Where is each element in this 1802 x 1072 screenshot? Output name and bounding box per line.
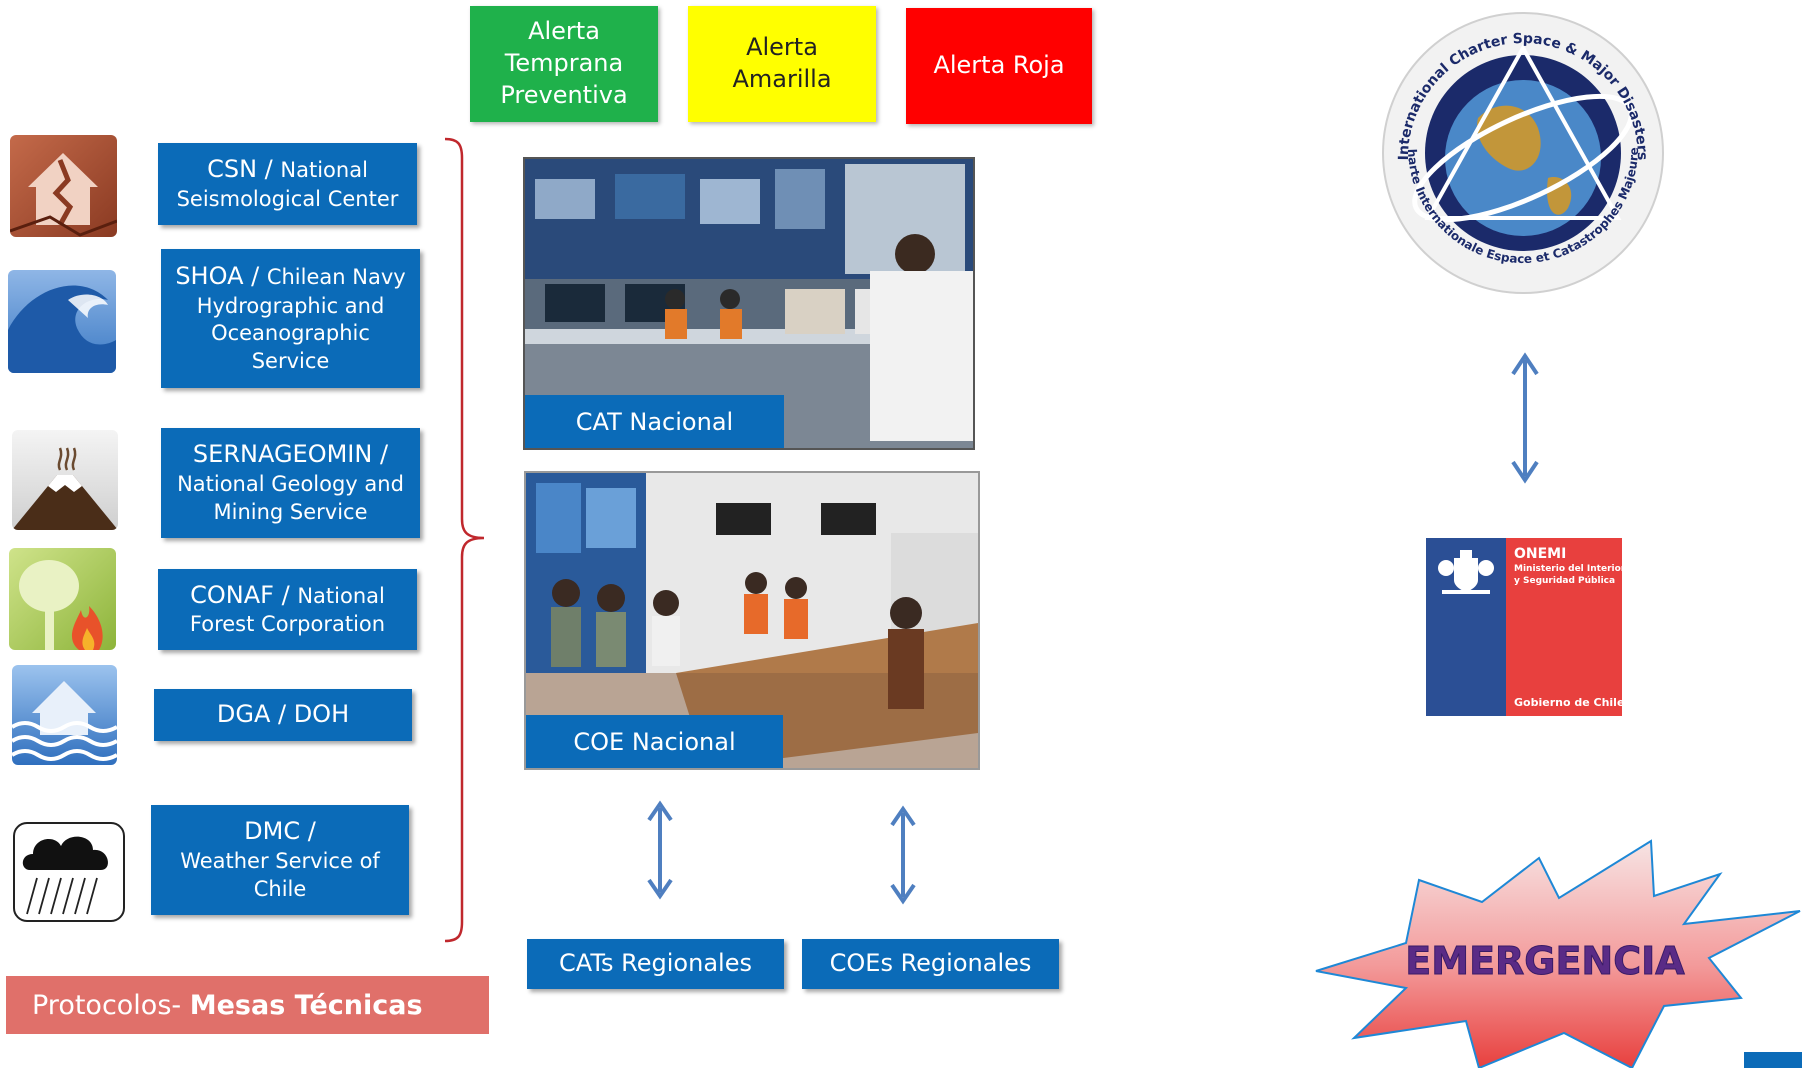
agency-shoa-desc1: Chilean Navy (266, 265, 406, 290)
cat-nacional-photo: CAT Nacional (523, 157, 975, 450)
agency-conaf-desc1: National (297, 583, 385, 608)
agency-dga-doh-box: DGA / DOH (154, 689, 412, 741)
coes-regionales-box: COEs Regionales (802, 939, 1059, 989)
tsunami-wave-icon (8, 270, 116, 373)
agency-csn-desc1: National (280, 158, 368, 183)
double-arrow-coe-regional (890, 805, 916, 905)
agency-conaf-name: CONAF (190, 580, 274, 609)
double-arrow-cat-regional (647, 800, 673, 900)
agency-csn-sep: / (257, 155, 281, 184)
volcano-icon (12, 430, 118, 530)
alert-yellow-line2: Amarilla (732, 65, 832, 93)
alert-green-line3: Preventiva (500, 80, 628, 109)
rain-cloud-icon (13, 822, 125, 922)
alert-yellow-line1: Alerta (746, 33, 818, 62)
double-arrow-charter-onemi (1511, 352, 1539, 484)
alert-red: Alerta Roja (906, 8, 1092, 124)
protocol-bold: Mesas Técnicas (189, 989, 423, 1021)
coes-regionales-text: COEs Regionales (829, 949, 1032, 978)
agency-shoa-name: SHOA (175, 262, 244, 291)
agency-shoa-desc4: Service (251, 349, 330, 374)
agency-sernageomin-box: SERNAGEOMIN / National Geology and Minin… (161, 428, 420, 538)
alert-early-preventive: Alerta Temprana Preventiva (470, 6, 658, 122)
onemi-logo: ONEMI Ministerio del Interior y Segurida… (1426, 538, 1626, 716)
cats-regionales-text: CATs Regionales (559, 949, 752, 978)
agency-csn-box: CSN / National Seismological Center (158, 143, 417, 225)
grouping-bracket (444, 137, 485, 943)
agency-conaf-box: CONAF / National Forest Corporation (158, 569, 417, 650)
agency-dmc-box: DMC / Weather Service of Chile (151, 805, 409, 915)
agency-dmc-desc1: Weather Service of (180, 849, 380, 874)
international-charter-logo: International Charter Space & Major Disa… (1374, 0, 1668, 298)
agency-shoa-desc3: Oceanographic (211, 321, 370, 346)
agency-csn-desc2: Seismological Center (176, 186, 399, 211)
chile-coat-of-arms-icon (1438, 550, 1494, 594)
alert-green-line2: Temprana (504, 49, 624, 78)
alert-yellow: Alerta Amarilla (688, 6, 876, 122)
protocol-prefix: Protocolos- (32, 989, 190, 1021)
agency-csn-name: CSN (207, 155, 258, 184)
alert-green-line1: Alerta (528, 17, 600, 46)
agency-dmc-desc2: Chile (253, 876, 307, 901)
forest-fire-icon (9, 548, 116, 650)
earthquake-house-icon (10, 135, 117, 237)
agency-shoa-box: SHOA / Chilean Navy Hydrographic and Oce… (161, 249, 420, 388)
cat-nacional-label: CAT Nacional (525, 395, 784, 448)
agency-sernageomin-desc1: National Geology and (177, 472, 404, 497)
cats-regionales-box: CATs Regionales (527, 939, 784, 989)
corner-slide-marker (1744, 1052, 1802, 1068)
protocol-bar: Protocolos- Mesas Técnicas (6, 976, 489, 1034)
agency-sernageomin-name: SERNAGEOMIN / (192, 440, 389, 469)
cat-nacional-text: CAT Nacional (575, 407, 734, 436)
agency-conaf-desc2: Forest Corporation (189, 612, 386, 637)
flood-house-icon (12, 665, 117, 765)
agency-conaf-sep: / (273, 580, 298, 609)
agency-dga-doh-name: DGA / DOH (216, 700, 350, 729)
coe-nacional-text: COE Nacional (573, 727, 736, 756)
onemi-title: ONEMI (1514, 546, 1567, 562)
agency-dmc-name: DMC / (244, 817, 316, 846)
emergency-burst: EMERGENCIA (1314, 838, 1802, 1070)
onemi-line2: y Seguridad Pública (1514, 576, 1616, 586)
agency-shoa-sep: / (243, 262, 267, 291)
emergency-text: EMERGENCIA (1405, 939, 1685, 983)
onemi-footer: Gobierno de Chile (1514, 696, 1625, 709)
agency-sernageomin-desc2: Mining Service (213, 499, 368, 524)
onemi-line1: Ministerio del Interior (1514, 564, 1626, 574)
agency-shoa-desc2: Hydrographic and (196, 293, 385, 318)
coe-nacional-photo: COE Nacional (524, 471, 980, 770)
alert-red-label: Alerta Roja (933, 51, 1065, 80)
coe-nacional-label: COE Nacional (526, 715, 783, 768)
